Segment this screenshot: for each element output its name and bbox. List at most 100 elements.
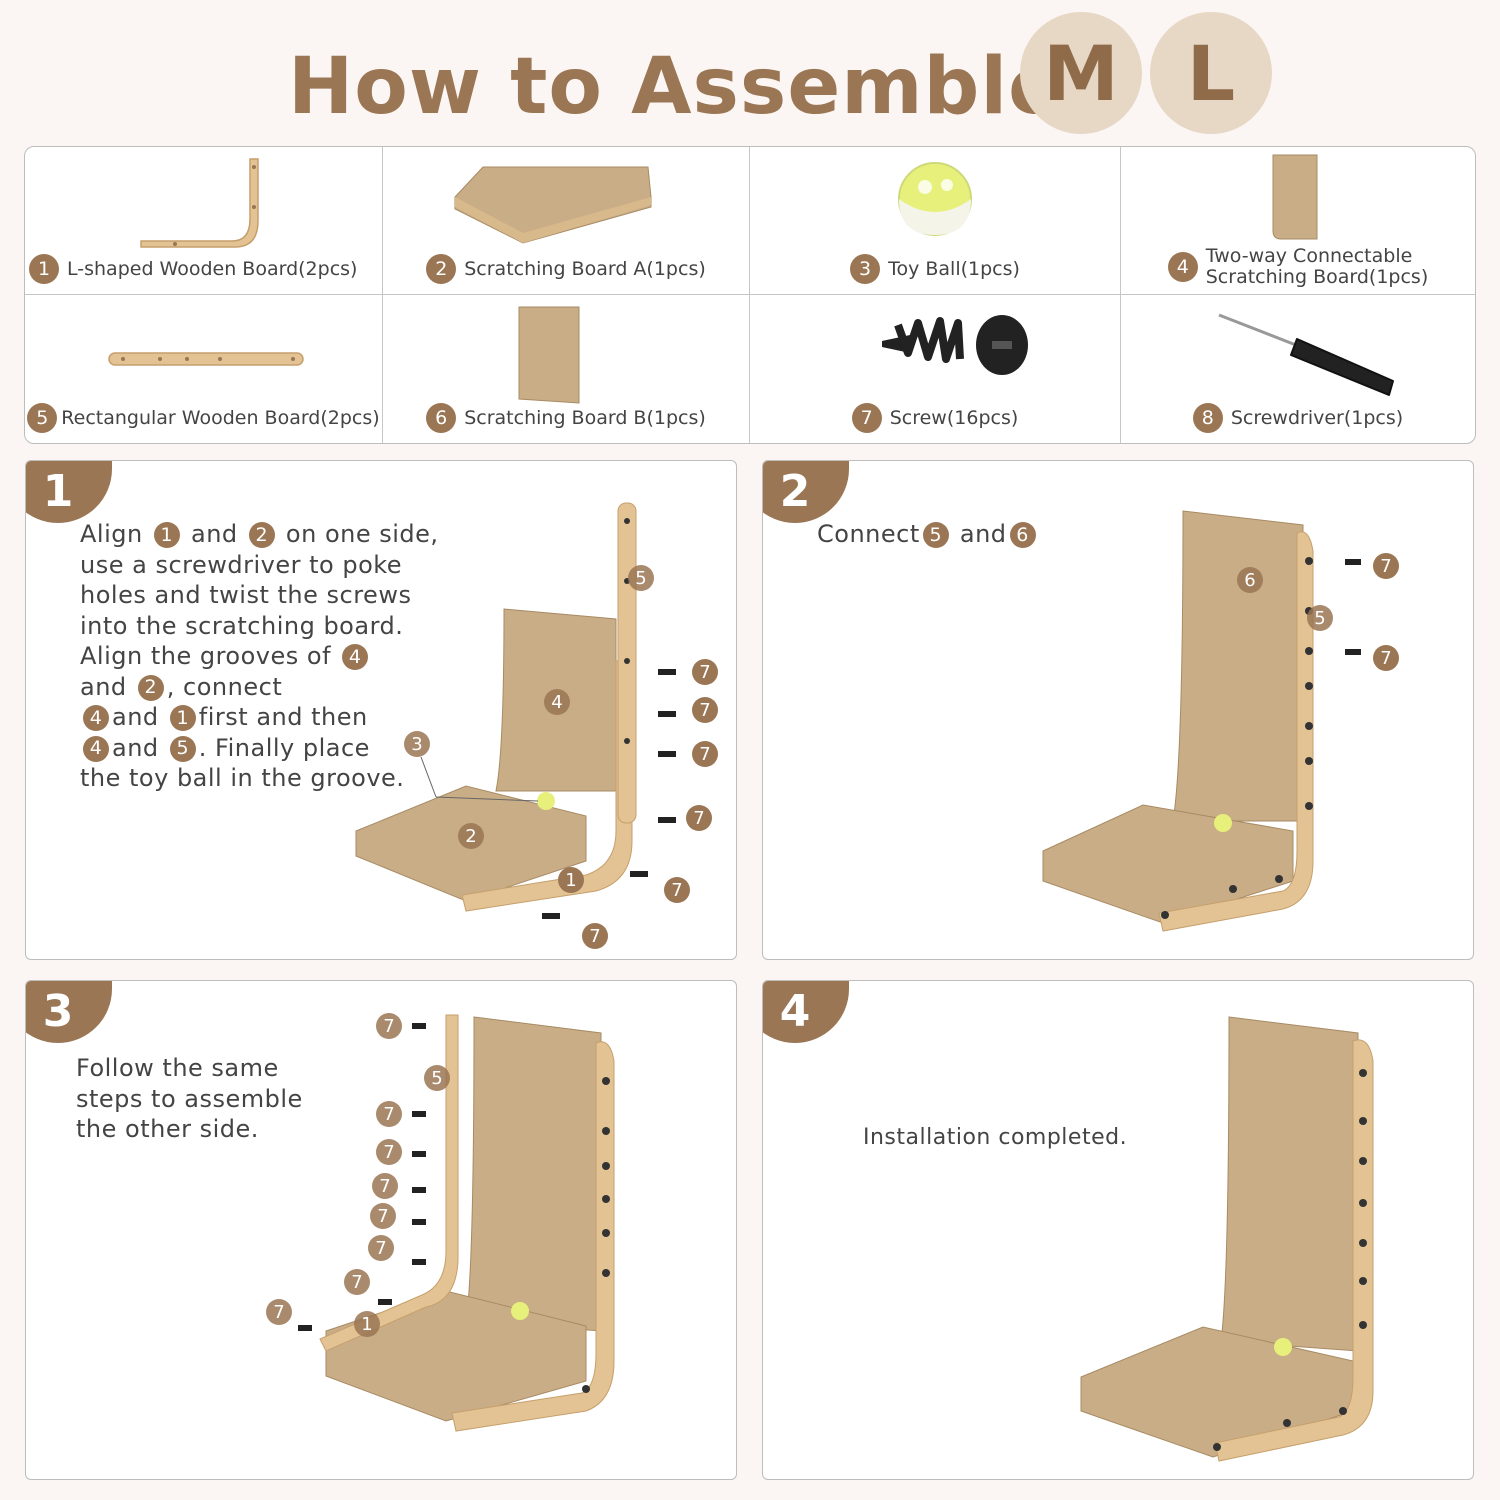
callout-badge: 7 xyxy=(372,1173,398,1199)
text: . Finally place xyxy=(198,733,370,762)
part-label: Screwdriver(1pcs) xyxy=(1230,407,1404,429)
part-l-shaped-board: 1 L-shaped Wooden Board(2pcs) xyxy=(25,147,383,295)
callout-badge: 6 xyxy=(1237,567,1263,593)
part-label-line1: Two-way Connectable xyxy=(1205,245,1413,267)
text: first and then xyxy=(198,703,368,731)
ref-badge: 4 xyxy=(83,735,109,762)
ref-badge: 5 xyxy=(922,522,949,548)
text: into the scratching board. xyxy=(80,611,404,640)
step-4-illustration xyxy=(1080,1016,1374,1462)
text: steps to assemble xyxy=(76,1084,303,1113)
text: use a screwdriver to poke xyxy=(80,550,403,579)
part-screwdriver: 8 Screwdriver(1pcs) xyxy=(1121,295,1475,443)
part-toy-ball: 3 Toy Ball(1pcs) xyxy=(750,147,1121,295)
text: holes and twist the screws xyxy=(80,581,412,609)
callout-badge: 7 xyxy=(692,659,718,685)
callout-badge: 1 xyxy=(558,867,584,893)
step-2-illustration xyxy=(1042,510,1361,932)
text: on one side, xyxy=(285,520,439,548)
callout-badge: 7 xyxy=(1373,553,1399,579)
callout-badge: 7 xyxy=(1373,645,1399,671)
scratching-board-a-icon xyxy=(454,166,652,244)
callout-badge: 7 xyxy=(376,1101,402,1127)
callout-badge: 1 xyxy=(354,1311,380,1337)
part-number-badge: 2 xyxy=(426,254,457,284)
step-4-badge: 4 xyxy=(763,981,849,1043)
page-title: How to Assemble xyxy=(288,42,1062,132)
part-scratching-board-b: 6 Scratching Board B(1pcs) xyxy=(383,295,750,443)
callout-badge: 7 xyxy=(370,1203,396,1229)
part-number-badge: 7 xyxy=(851,403,882,433)
text: and xyxy=(112,703,159,731)
part-label-line2: Scratching Board(1pcs) xyxy=(1205,266,1429,288)
callout-badge: 5 xyxy=(1307,605,1333,631)
callout-badge: 7 xyxy=(664,877,690,903)
step-3-panel: 3 Follow the same steps to assemble the … xyxy=(25,980,737,1480)
callout-badge: 5 xyxy=(628,565,654,591)
callout-badge: 7 xyxy=(692,741,718,767)
size-l-badge: L xyxy=(1150,12,1272,134)
ref-badge: 1 xyxy=(169,705,196,731)
callout-badge: 7 xyxy=(368,1235,394,1261)
text: the other side. xyxy=(76,1115,259,1143)
text: Follow the same xyxy=(76,1054,279,1082)
rectangular-board-icon xyxy=(108,352,304,366)
ref-badge: 4 xyxy=(342,644,369,670)
part-number-badge: 8 xyxy=(1192,403,1223,433)
text: and xyxy=(190,520,238,548)
part-rectangular-board: 5 Rectangular Wooden Board(2pcs) xyxy=(25,295,383,443)
callout-badge: 7 xyxy=(686,805,712,831)
scratching-board-b-icon xyxy=(518,306,580,404)
callout-badge: 7 xyxy=(376,1013,402,1039)
callout-badge: 7 xyxy=(692,697,718,723)
page-header: How to Assemble M L xyxy=(0,12,1500,140)
text: Align xyxy=(80,520,143,548)
step-4-panel: 4 Installation completed. xyxy=(762,980,1474,1480)
part-number-badge: 1 xyxy=(29,254,59,284)
ref-badge: 5 xyxy=(169,735,196,762)
text: and xyxy=(959,520,1007,548)
ref-badge: 6 xyxy=(1009,522,1036,548)
part-label: Rectangular Wooden Board(2pcs) xyxy=(61,407,380,429)
size-m-badge: M xyxy=(1020,12,1142,134)
ref-badge: 2 xyxy=(137,674,164,701)
part-label: Scratching Board A(1pcs) xyxy=(464,258,706,280)
text: and xyxy=(112,733,159,762)
step-3-instructions: Follow the same steps to assemble the ot… xyxy=(76,1053,303,1145)
ref-badge: 1 xyxy=(153,522,180,548)
part-number-badge: 3 xyxy=(850,254,881,284)
part-label: Toy Ball(1pcs) xyxy=(888,258,1020,280)
parts-list: 1 L-shaped Wooden Board(2pcs) 2 Scratchi… xyxy=(24,146,1476,444)
part-screw: 7 Screw(16pcs) xyxy=(750,295,1121,443)
step-1-illustration xyxy=(355,502,676,919)
part-number-badge: 5 xyxy=(27,403,58,433)
screwdriver-icon xyxy=(1218,313,1394,396)
callout-badge: 5 xyxy=(424,1065,450,1091)
part-label: L-shaped Wooden Board(2pcs) xyxy=(67,258,358,280)
text: and xyxy=(80,672,127,701)
callout-badge: 7 xyxy=(376,1139,402,1165)
callout-badge: 3 xyxy=(404,731,430,757)
text: Align the grooves of xyxy=(80,642,332,670)
ref-badge: 4 xyxy=(83,705,109,731)
step-1-instructions: Align 1 and 2 on one side, use a screwdr… xyxy=(80,519,439,794)
part-label: Screw(16pcs) xyxy=(889,407,1019,429)
callout-badge: 2 xyxy=(458,823,484,849)
part-scratching-board-a: 2 Scratching Board A(1pcs) xyxy=(383,147,750,295)
step-4-instructions: Installation completed. xyxy=(863,1125,1128,1150)
step-3-illustration xyxy=(298,1014,615,1432)
screw-icon xyxy=(882,315,1028,375)
callout-badge: 7 xyxy=(582,923,608,949)
text: , connect xyxy=(166,672,283,701)
part-label: Scratching Board B(1pcs) xyxy=(464,407,706,429)
text: the toy ball in the groove. xyxy=(80,764,405,792)
l-shaped-board-icon xyxy=(140,158,259,248)
callout-badge: 4 xyxy=(544,689,570,715)
ref-badge: 2 xyxy=(248,522,275,548)
text: Connect xyxy=(817,520,920,548)
two-way-board-icon xyxy=(1272,154,1318,240)
part-number-badge: 6 xyxy=(426,403,457,433)
part-number-badge: 4 xyxy=(1167,252,1198,282)
